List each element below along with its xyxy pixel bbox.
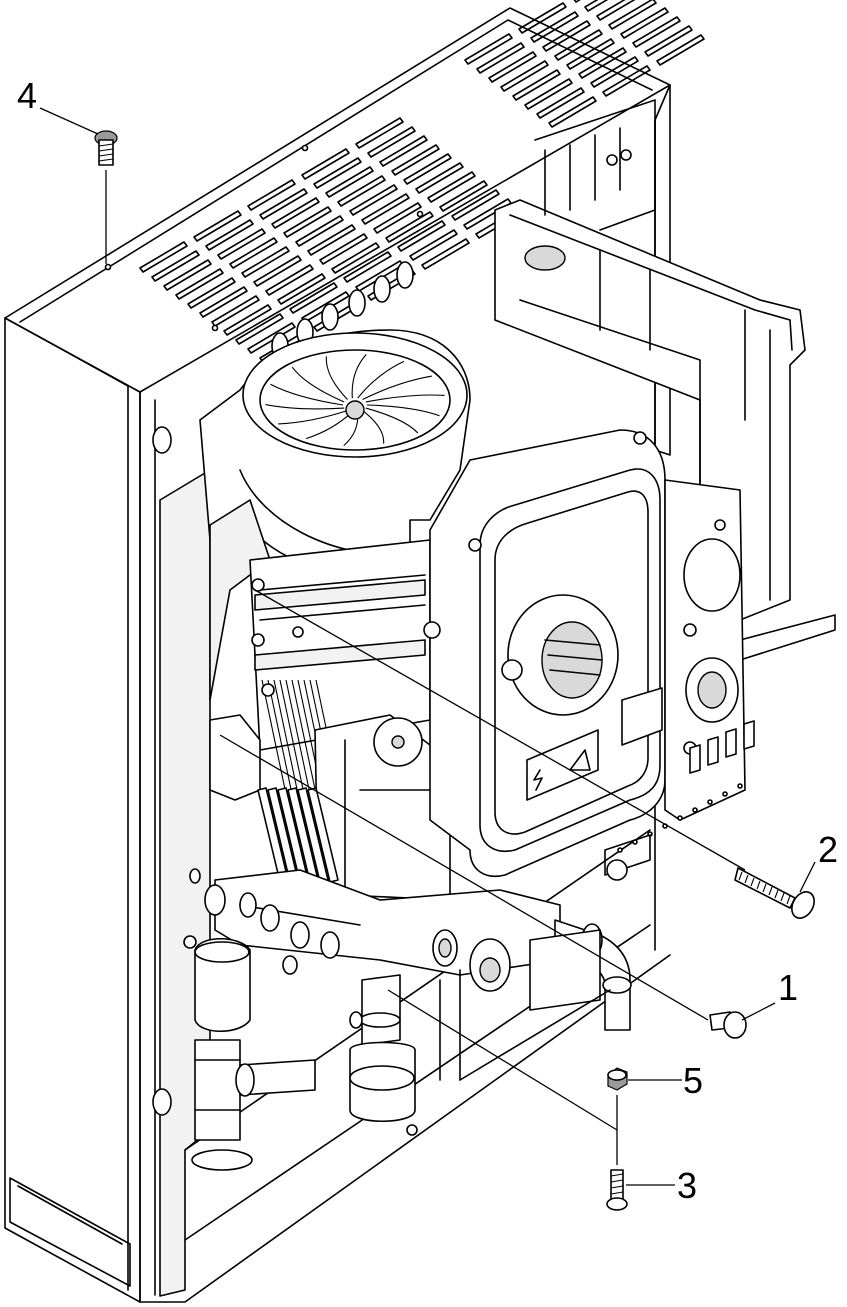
callout-5: 5 <box>683 1060 703 1101</box>
screw-1 <box>709 1011 747 1039</box>
gas-valve <box>209 714 451 901</box>
nut-5 <box>607 1067 628 1091</box>
callout-2: 2 <box>818 829 838 870</box>
callout-1: 1 <box>778 967 798 1008</box>
lightning-icon <box>533 769 543 791</box>
callout-4: 4 <box>17 75 37 116</box>
screw-4 <box>94 130 118 166</box>
callout-3: 3 <box>677 1165 697 1206</box>
pipework <box>183 834 651 1141</box>
control-box <box>423 429 755 877</box>
boiler-casing <box>4 7 671 1303</box>
fan-assembly <box>199 329 471 701</box>
leader-lines <box>39 107 816 1186</box>
screw-2 <box>734 867 815 919</box>
lightning-triangle-icon <box>569 749 591 771</box>
top-edge-holes <box>104 144 424 360</box>
top-vent-slots <box>139 0 705 363</box>
screw-3 <box>606 1169 628 1211</box>
